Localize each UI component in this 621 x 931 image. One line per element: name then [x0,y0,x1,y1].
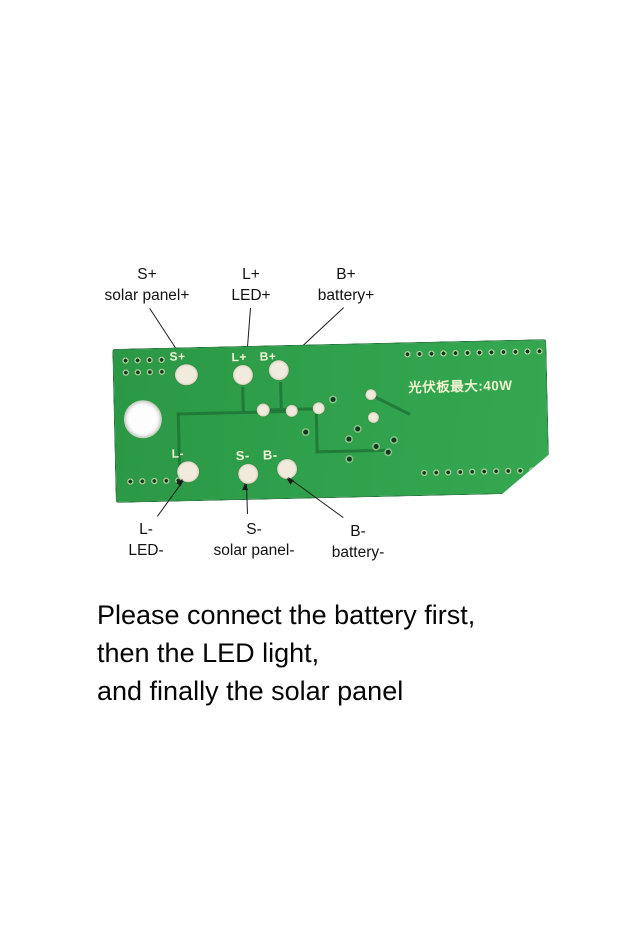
via [303,430,308,435]
via [355,426,360,431]
instruction-line-1: Please connect the battery first, [97,600,476,630]
label-abbr: B- [350,523,366,540]
silkscreen-l-minus: L- [171,446,185,461]
label-abbr: S+ [137,266,157,283]
label-led-plus: L+ LED+ [212,264,290,306]
via [391,438,396,443]
via [330,397,335,402]
silkscreen-s-plus: S+ [169,349,186,364]
instruction-line-3: and finally the solar panel [97,676,404,706]
hole-cluster-top-left [119,354,170,381]
silkscreen-s-minus-b-minus: S- B- [235,447,278,464]
pad-l-plus [233,365,253,385]
label-name: LED- [128,542,164,559]
instruction-line-2: then the LED light, [97,638,320,668]
label-solar-panel-plus: S+ solar panel+ [92,264,202,306]
label-name: solar panel- [213,542,295,559]
hole-row-bottom-right [418,464,546,480]
trace [279,382,283,408]
pad-small [257,403,270,416]
label-abbr: L+ [242,266,260,283]
pad-small [286,405,298,417]
pad-s-minus [238,464,258,484]
label-battery-minus: B- battery- [316,521,400,563]
pad-s-plus [175,364,198,386]
label-abbr: S- [246,521,262,538]
mounting-hole [125,401,162,438]
pad-small [368,412,379,423]
label-name: solar panel+ [104,287,190,304]
via [386,450,391,455]
label-name: LED+ [231,287,271,304]
pcb-board: S+ L+ B+ L- S- B- 光伏板最大:40W [112,339,549,503]
label-name: battery- [331,544,385,561]
via [374,444,379,449]
label-abbr: B+ [336,266,356,283]
silkscreen-l-plus-b-plus: L+ B+ [231,349,277,365]
via [346,437,351,442]
label-name: battery+ [317,287,375,304]
label-battery-plus: B+ battery+ [300,264,392,306]
label-abbr: L- [139,521,153,538]
hole-row-top-right [401,345,547,361]
connection-instructions: Please connect the battery first, then t… [97,596,475,710]
label-solar-panel-minus: S- solar panel- [198,519,310,561]
trace [316,449,388,454]
label-led-minus: L- LED- [112,519,180,561]
silkscreen-power-rating: 光伏板最大:40W [408,377,513,396]
via [347,457,352,462]
trace [241,387,245,413]
pad-small [313,402,325,414]
